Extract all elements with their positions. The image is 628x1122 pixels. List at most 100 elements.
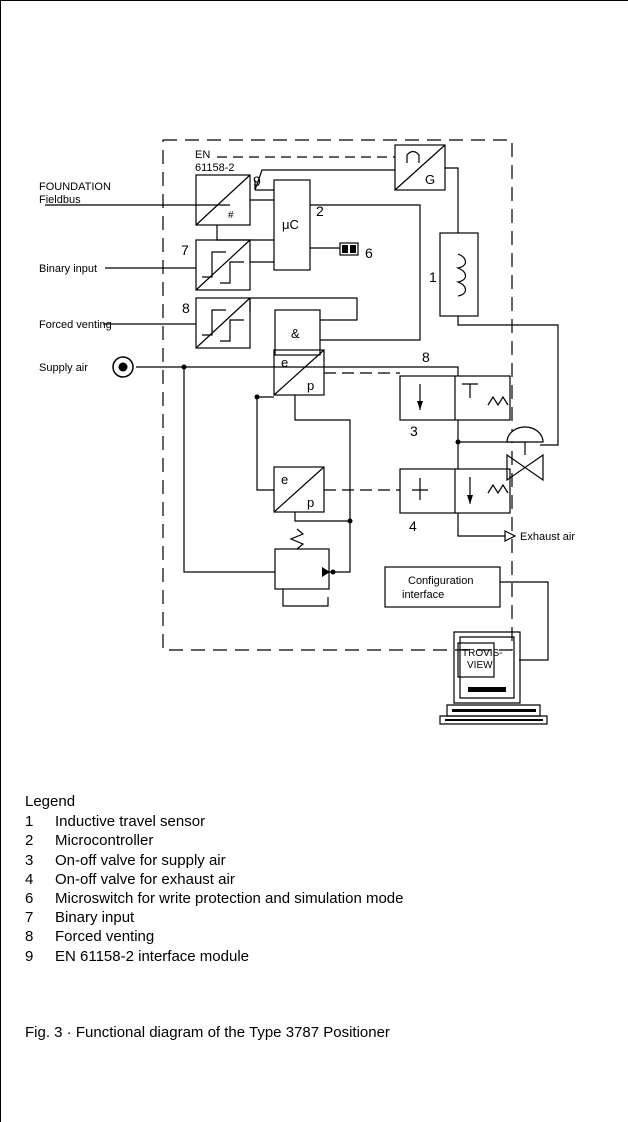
supply-air-line [136,366,459,376]
binary-input-label: Binary input [39,263,97,275]
config-label-line1: Configuration [408,575,473,587]
legend-item-number: 2 [25,832,34,850]
legend-item-text: Microswitch for write protection and sim… [55,890,404,908]
uc-to-g-line [254,169,395,191]
valve-4-blocked-port [412,478,428,500]
microcontroller-label: μC [282,217,299,232]
legend-item-text: Forced venting [55,928,155,946]
en-label: EN [195,149,210,161]
number-9: 9 [253,173,261,189]
legend-item-text: Microcontroller [55,832,154,850]
legend-item: 3 On-off valve for supply air [25,851,403,870]
forced-venting-label: Forced venting [39,319,112,331]
legend-item-text: EN 61158-2 interface module [55,947,250,965]
microswitch-outline [339,242,359,256]
forced-venting-to-and-line [249,297,358,321]
inductive-sensor-box [439,232,479,317]
legend-item-number: 6 [25,890,34,908]
g-to-sensor-line [445,167,459,233]
functional-diagram: EN 61158-2 FOUNDATION Fieldbus Binary in… [39,139,575,725]
page-top-rule [0,0,628,1]
legend-item: 9 EN 61158-2 interface module [25,947,403,966]
computer-keyboard-lower [439,715,548,725]
trovis-label-line1: TROVIS- [462,648,503,659]
regulator-spring [289,528,305,550]
trovis-label-line2: VIEW [467,660,493,671]
number-2: 2 [316,203,324,219]
junction-regulator [330,569,336,575]
supply-air-port-ring [112,356,134,378]
housing-boundary [162,139,513,651]
legend-list: 1 Inductive travel sensor 2 Microcontroller… [25,812,403,966]
number-1: 1 [429,269,437,285]
forced-venting-step-upper [202,309,226,336]
number-8-left: 8 [182,300,190,316]
valve-4-spring [487,483,509,495]
keyboard-keys-lower [445,719,543,721]
legend-item-number: 4 [25,870,34,888]
exhaust-line [457,513,505,537]
computer-monitor [453,631,521,704]
regulator-arrowhead [322,567,330,577]
config-label-line2: interface [402,589,444,601]
supply-bypass-line [183,367,275,573]
microswitch-key-1 [342,245,348,253]
exhaust-arrow [504,530,517,542]
ep-top-e: e [281,355,288,370]
g-converter-diagonal [394,144,446,191]
page-left-rule [0,0,1,1122]
and-gate-box [274,309,321,356]
binary-input-diagonal [195,239,251,291]
legend-item-number: 9 [25,947,34,965]
legend-item-text: Binary input [55,909,135,927]
valve-4-arrowhead [467,495,473,504]
config-to-pc-line [500,581,549,661]
forced-venting-diagonal [195,297,251,349]
legend-item: 6 Microswitch for write protection and si… [25,889,403,908]
supply-air-label: Supply air [39,362,88,374]
regulator-return-line [282,589,329,607]
legend-item-number: 1 [25,813,34,831]
legend-item-text: Inductive travel sensor [55,813,206,831]
legend-item: 4 On-off valve for exhaust air [25,870,403,889]
ep-bottom-e: e [281,472,288,487]
ep-bottom-p: p [307,495,314,510]
legend-item: 2 Microcontroller [25,831,403,850]
legend-item: 1 Inductive travel sensor [25,812,403,831]
fieldbus-label-line2: Fieldbus [39,194,81,206]
ep-supply-branch [256,397,274,491]
hash-label: # [228,210,234,221]
legend-item-text: On-off valve for supply air [55,851,226,869]
number-7: 7 [181,242,189,258]
monitor-controls [468,687,506,692]
junction-ep-out [347,518,353,524]
module-feedback-line [216,225,274,241]
ep-top-diagonal [273,349,325,396]
ep-top-output-line [294,395,351,573]
pressure-regulator-box [274,548,330,590]
configuration-interface-box [384,566,501,608]
number-8-right: 8 [422,349,430,365]
junction-supply [181,364,187,370]
number-6: 6 [365,245,373,261]
g-converter-symbol [406,150,420,163]
valve-3-blocked-port [462,383,509,407]
binary-input-step-upper [202,251,226,278]
ep-top-p: p [307,378,314,393]
actuator-diaphragm [506,426,544,455]
control-valve-symbol [506,453,544,482]
legend-item-text: On-off valve for exhaust air [55,870,235,888]
legend-item-number: 8 [25,928,34,946]
legend-item-number: 3 [25,851,34,869]
and-gate-label: & [291,326,300,341]
supply-air-port-dot [118,362,128,372]
junction-ep [254,394,260,400]
ep-bottom-diagonal [273,466,325,513]
keyboard-keys-upper [452,709,536,712]
ep-bottom-output-line [294,512,350,522]
fieldbus-label-line1: FOUNDATION [39,181,111,193]
exhaust-air-label: Exhaust air [520,531,575,543]
sensor-to-actuator-line [457,316,559,446]
